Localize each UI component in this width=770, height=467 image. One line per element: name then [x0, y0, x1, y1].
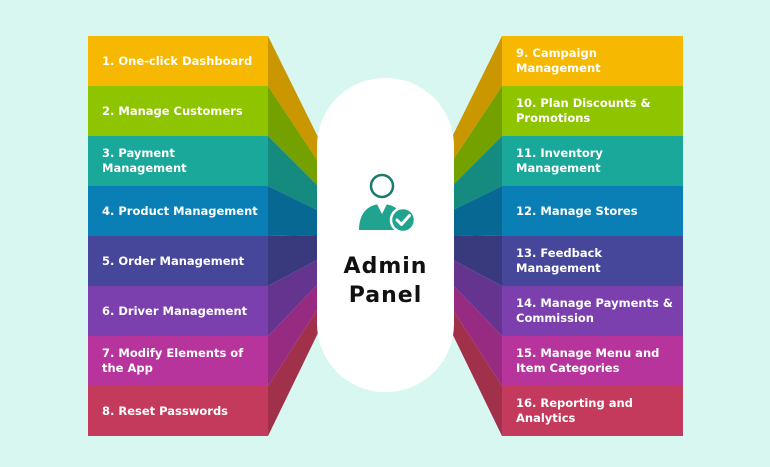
left-feature-item: 4. Product Management — [88, 186, 268, 236]
right-connector-band — [452, 186, 502, 236]
right-feature-item: 15. Manage Menu and Item Categories — [502, 336, 683, 386]
left-connector-band — [268, 86, 318, 186]
left-feature-item: 2. Manage Customers — [88, 86, 268, 136]
right-connector-band — [452, 308, 502, 436]
left-feature-item: 1. One-click Dashboard — [88, 36, 268, 86]
right-feature-item: 11. Inventory Management — [502, 136, 683, 186]
feature-label: 14. Manage Payments & Commission — [516, 296, 673, 325]
right-feature-item: 16. Reporting and Analytics — [502, 386, 683, 436]
right-feature-item: 12. Manage Stores — [502, 186, 683, 236]
feature-label: 9. Campaign Management — [516, 46, 601, 75]
left-feature-item: 8. Reset Passwords — [88, 386, 268, 436]
feature-label: 2. Manage Customers — [102, 103, 243, 118]
right-connector-band — [452, 235, 502, 286]
right-connector-band — [452, 259, 502, 336]
admin-panel-pill — [317, 78, 454, 392]
left-feature-item: 5. Order Management — [88, 236, 268, 286]
feature-label: 1. One-click Dashboard — [102, 53, 253, 68]
left-connector-band — [268, 284, 318, 386]
center-title-line1: Admin — [343, 254, 428, 279]
feature-label: 7. Modify Elements of the App — [102, 346, 244, 375]
left-connector-band — [268, 235, 318, 286]
feature-label: 16. Reporting and Analytics — [516, 396, 633, 425]
right-feature-item: 13. Feedback Management — [502, 236, 683, 286]
feature-label: 3. Payment Management — [102, 146, 187, 175]
feature-label: 5. Order Management — [102, 253, 245, 268]
feature-label: 11. Inventory Management — [516, 146, 603, 175]
right-connector-band — [452, 284, 502, 386]
left-feature-item: 6. Driver Management — [88, 286, 268, 336]
feature-label: 15. Manage Menu and Item Categories — [516, 346, 660, 375]
feature-label: 6. Driver Management — [102, 303, 248, 318]
left-feature-item: 7. Modify Elements of the App — [88, 336, 268, 386]
right-connector-band — [452, 36, 502, 162]
left-feature-item: 3. Payment Management — [88, 136, 268, 186]
left-connector-band — [268, 36, 318, 162]
left-connector-band — [268, 186, 318, 236]
feature-label: 8. Reset Passwords — [102, 403, 229, 418]
right-connector-band — [452, 86, 502, 186]
right-connector-band — [452, 136, 502, 211]
right-feature-item: 10. Plan Discounts & Promotions — [502, 86, 683, 136]
left-connector-band — [268, 259, 318, 336]
feature-label: 13. Feedback Management — [516, 246, 603, 275]
feature-label: 10. Plan Discounts & Promotions — [516, 96, 651, 125]
right-feature-item: 9. Campaign Management — [502, 36, 683, 86]
left-connector-band — [268, 308, 318, 436]
right-feature-item: 14. Manage Payments & Commission — [502, 286, 683, 336]
feature-label: 4. Product Management — [102, 203, 258, 218]
admin-user-check-icon — [359, 173, 417, 234]
left-connector-band — [268, 136, 318, 211]
center-title-line2: Panel — [348, 283, 423, 308]
feature-label: 12. Manage Stores — [516, 203, 638, 218]
